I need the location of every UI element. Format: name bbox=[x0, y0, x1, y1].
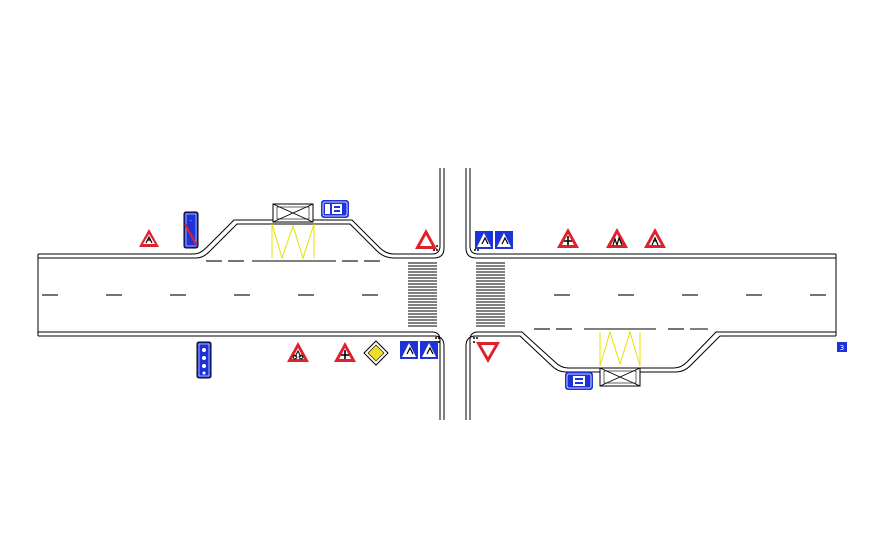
marker-label: 3 bbox=[840, 344, 844, 352]
give-way-triangle-hollow-icon bbox=[415, 229, 437, 249]
zebra-crossing-left bbox=[408, 262, 437, 327]
warning-sign-pedestrian-icon bbox=[139, 229, 159, 247]
warning-sign-crossroads-icon bbox=[557, 228, 579, 248]
main-road bbox=[37, 168, 837, 420]
bus-stop-zigzag-bottom bbox=[599, 330, 641, 367]
warning-sign-cyclist-icon bbox=[287, 342, 309, 362]
bus-shelter-bottom bbox=[599, 367, 641, 387]
crosswalk-sign-pair-2-icon bbox=[400, 341, 438, 359]
crosswalk-sign-pair-icon bbox=[475, 231, 513, 249]
parking-column-sign-icon bbox=[196, 341, 212, 379]
road-edge-bottom-right bbox=[465, 335, 836, 420]
svg-text:..: .. bbox=[189, 217, 193, 223]
warning-sign-children-icon bbox=[606, 228, 628, 248]
bus-stop-zigzag-top bbox=[271, 223, 315, 260]
priority-road-diamond-icon bbox=[363, 340, 389, 366]
road-edge-top-left bbox=[38, 168, 441, 255]
no-stopping-zone-end-sign-icon: .. bbox=[183, 211, 199, 249]
corner-poles bbox=[433, 245, 479, 343]
warning-sign-crossroads-2-icon bbox=[334, 342, 356, 362]
small-blue-marker-icon: 3 bbox=[837, 342, 847, 352]
road-edge-top-right bbox=[465, 168, 836, 259]
yield-triangle-down-icon bbox=[476, 342, 500, 363]
zebra-crossing-right bbox=[476, 262, 505, 327]
bus-stop-sign-icon bbox=[321, 200, 349, 218]
bus-stop-sign-2-icon bbox=[565, 372, 593, 390]
bus-shelter-top bbox=[272, 203, 314, 223]
warning-sign-pedestrian-2-icon bbox=[644, 228, 666, 248]
road-edge-bottom-left bbox=[38, 331, 441, 420]
